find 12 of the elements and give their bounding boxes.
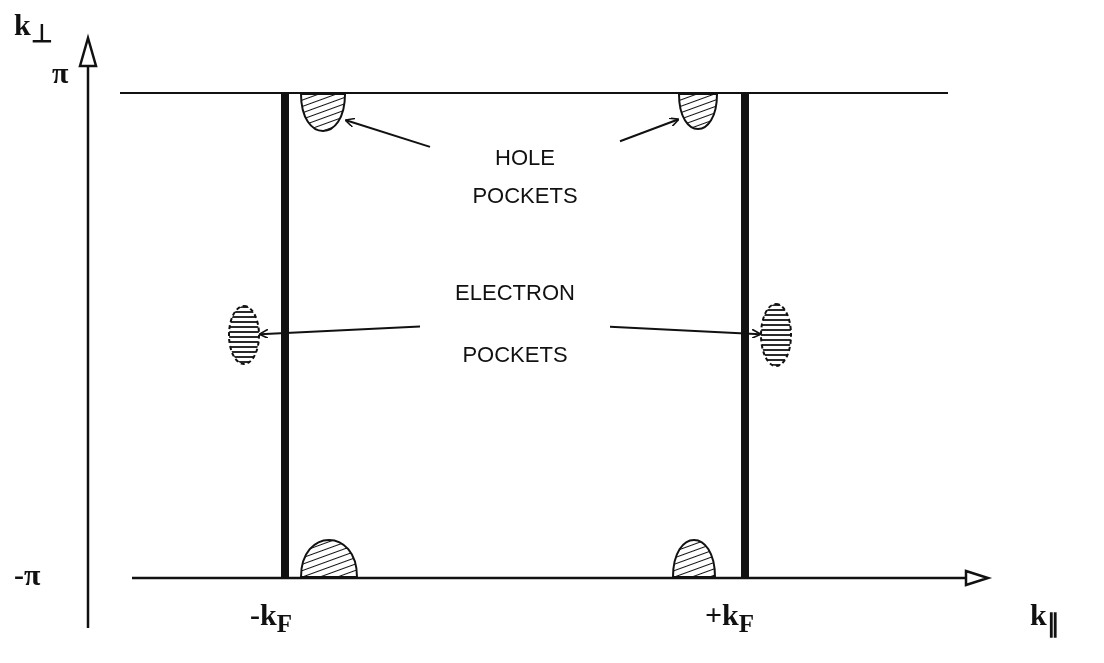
pocket-label: ELECTRON POCKETS	[455, 279, 575, 369]
tick-label: π	[52, 58, 69, 88]
tick-label: +k$_{F}$	[705, 600, 755, 636]
axis-label: k$_{∥}$	[1030, 600, 1060, 636]
arrow	[344, 117, 431, 148]
axis-label: k$_{⊥}$	[14, 10, 53, 46]
pocket-label: HOLE POCKETS	[471, 144, 579, 210]
arrow	[258, 325, 421, 340]
tick-label: -k$_{F}$	[250, 600, 292, 636]
tick-label: -π	[14, 560, 41, 590]
arrow	[619, 117, 680, 143]
arrow	[609, 325, 762, 340]
